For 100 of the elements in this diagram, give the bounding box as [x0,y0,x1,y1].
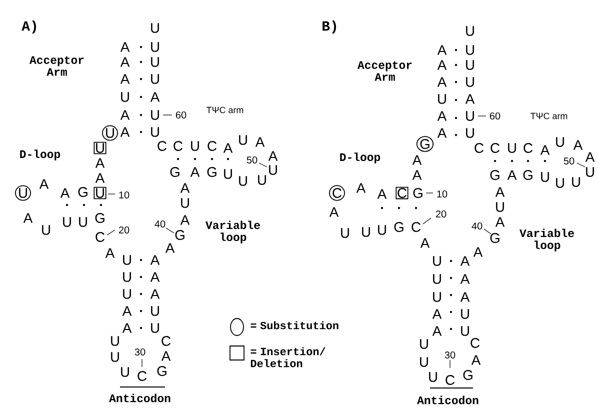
region-label: Acceptor Arm [358,61,412,81]
nucleotide-letter: A [432,309,442,319]
nucleotide-letter: A [460,256,470,266]
nucleotide-letter: U [461,309,469,319]
nucleotide-letter: G [95,213,104,223]
nucleotide-letter: A [255,137,265,147]
nucleotide-letter: U [496,202,504,212]
nucleotide-letter: A [437,60,447,70]
nucleotide-letter: A [268,151,278,161]
nucleotide-letter: U [151,42,159,52]
nucleotide-letter: U [111,352,119,362]
nucleotide-letter: A [356,183,366,193]
nucleotide-letter: A [122,323,132,333]
nucleotide-letter: A [507,170,517,180]
nucleotide-letter: A [377,189,387,199]
nucleotide-letter: A [120,42,130,52]
nucleotide-letter: A [190,167,200,177]
circled-letter: G [416,136,434,152]
nucleotide-letter: U [420,357,428,367]
nucleotide-letter: C [138,371,147,381]
region-label: TΨC arm [206,106,244,114]
nucleotide-letter: C [446,375,455,385]
nucleotide-letter: U [121,92,129,102]
nucleotide-letter: U [151,323,159,333]
position-number: 30 [134,348,146,356]
nucleotide-letter: A [150,92,160,102]
nucleotide-letter: U [63,217,71,227]
nucleotide-letter: A [460,274,470,284]
nucleotide-letter: U [362,227,370,237]
boxed-letter: U [94,142,106,154]
nucleotide-letter: A [573,140,583,150]
nucleotide-letter: U [151,127,159,137]
region-label: Anticodon [417,396,478,404]
nucleotide-letter: A [150,255,160,265]
position-number: 30 [444,351,456,359]
nucleotide-letter: U [79,217,87,227]
position-number: 60 [490,112,500,120]
nucleotide-letter: C [96,232,105,242]
nucleotide-letter: U [586,167,594,177]
nucleotide-letter: A [120,127,130,137]
nucleotide-letter: G [490,170,500,180]
nucleotide-letter: A [105,248,115,258]
region-label: Variable loop [206,220,260,244]
nucleotide-letter: G [78,187,88,197]
circled-letter: C [329,185,345,201]
nucleotide-letter: A [120,74,130,84]
nucleotide-letter: U [258,175,266,185]
nucleotide-letter: G [170,167,180,177]
nucleotide-letter: A [585,152,595,162]
nucleotide-letter: A [223,143,233,153]
nucleotide-letter: G [523,170,532,180]
nucleotide-letter: U [466,111,474,121]
nucleotide-letter: U [123,255,131,265]
nucleotide-letter: U [541,172,549,182]
nucleotide-letter: G [157,366,166,376]
nucleotide-letter: A [95,173,105,183]
boxed-letter: U [94,186,106,200]
nucleotide-letter: U [438,94,446,104]
nucleotide-letter: C [524,143,533,153]
nucleotide-letter: U [111,336,119,346]
nucleotide-letter: U [42,225,50,235]
circled-letter: U [102,125,118,141]
nucleotide-letter: G [490,233,500,243]
region-label: TΨC arm [530,112,568,120]
nucleotide-letter: G [207,167,216,177]
region-label: D-loop [20,150,60,160]
nucleotide-letter: U [556,137,564,147]
nucleotide-letter: G [175,230,184,240]
panel-label: A) [22,20,36,34]
nucleotide-letter: A [473,247,483,257]
nucleotide-letter: U [461,326,469,336]
nucleotide-letter: A [471,355,481,365]
position-number: 40 [154,220,166,228]
nucleotide-letter: U [121,367,129,377]
nucleotide-letter: A [437,77,447,87]
nucleotide-letter: U [572,177,580,187]
nucleotide-letter: A [437,111,447,121]
nucleotide-letter: U [151,306,159,316]
position-number: 20 [118,226,130,234]
region-label: Anticodon [109,394,170,402]
nucleotide-letter: U [433,274,441,284]
nucleotide-letter: U [341,228,349,238]
region-label: D-loop [340,152,380,164]
nucleotide-letter: A [95,158,105,168]
nucleotide-letter: U [556,178,564,188]
nucleotide-letter: U [123,289,131,299]
nucleotide-letter: A [495,187,505,197]
nucleotide-letter: A [120,57,130,67]
nucleotide-letter: C [208,141,217,151]
nucleotide-letter: A [437,128,447,138]
nucleotide-letter: C [470,338,480,348]
position-number: 20 [436,210,446,218]
nucleotide-letter: A [150,272,160,282]
nucleotide-letter: U [269,165,277,175]
nucleotide-letter: U [224,169,232,179]
position-number: 10 [437,190,448,198]
nucleotide-letter: C [158,141,167,151]
nucleotide-letter: U [191,141,199,151]
nucleotide-letter: U [239,176,247,186]
nucleotide-letter: A [161,351,171,361]
